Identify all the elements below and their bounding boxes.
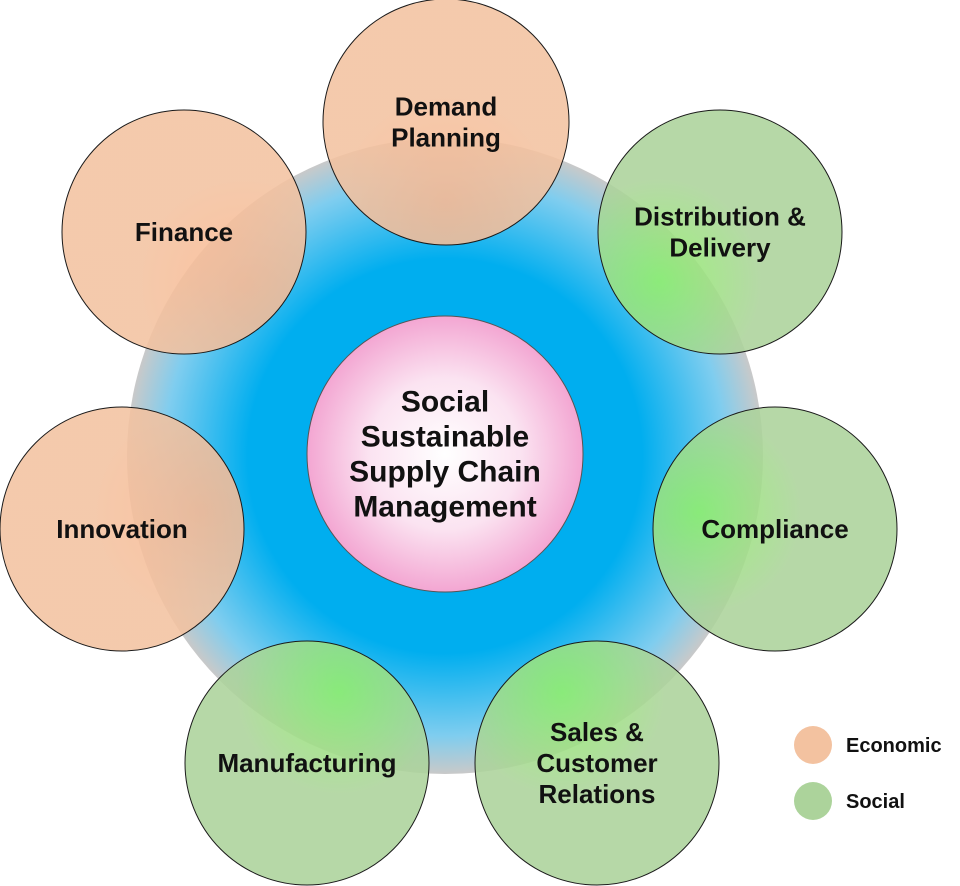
node-label-distribution-delivery: Distribution &Delivery: [634, 202, 806, 263]
node-label-line: Customer: [536, 748, 657, 778]
node-circle-innovation: [0, 406, 245, 652]
node-label-line: Relations: [538, 779, 655, 809]
node-label-line: Finance: [135, 217, 233, 247]
node-compliance: Compliance: [652, 406, 898, 652]
node-circle-distribution-delivery: [597, 109, 843, 355]
legend-economic-swatch: [794, 726, 832, 764]
center-title-line: Sustainable: [361, 421, 529, 454]
node-label-innovation: Innovation: [56, 514, 187, 544]
node-manufacturing: Manufacturing: [184, 640, 430, 886]
node-label-compliance: Compliance: [701, 514, 848, 544]
center-circle: [306, 315, 584, 593]
node-label-line: Delivery: [669, 233, 771, 263]
node-label-line: Innovation: [56, 514, 187, 544]
node-label-line: Manufacturing: [217, 748, 396, 778]
node-distribution-delivery: Distribution &Delivery: [597, 109, 843, 355]
node-circle-compliance: [652, 406, 898, 652]
legend-social-swatch: [794, 782, 832, 820]
node-innovation: Innovation: [0, 406, 245, 652]
node-circle-sales-customer-relations: [474, 640, 720, 886]
node-label-line: Compliance: [701, 514, 848, 544]
center-title-line: Social: [401, 386, 489, 419]
legend-social-label: Social: [846, 791, 905, 813]
node-finance: Finance: [61, 109, 307, 355]
node-label-line: Demand: [395, 92, 498, 122]
node-circle-manufacturing: [184, 640, 430, 886]
node-circle-demand-planning: [322, 0, 570, 246]
node-label-line: Distribution &: [634, 202, 806, 232]
legend: Economic Social: [794, 726, 942, 820]
node-circle-finance: [61, 109, 307, 355]
node-label-manufacturing: Manufacturing: [217, 748, 396, 778]
node-label-finance: Finance: [135, 217, 233, 247]
legend-economic-label: Economic: [846, 735, 942, 757]
center-title-line: Management: [353, 491, 536, 524]
node-label-line: Planning: [391, 123, 501, 153]
center-title-line: Supply Chain: [349, 456, 541, 489]
node-label-line: Sales &: [550, 717, 644, 747]
